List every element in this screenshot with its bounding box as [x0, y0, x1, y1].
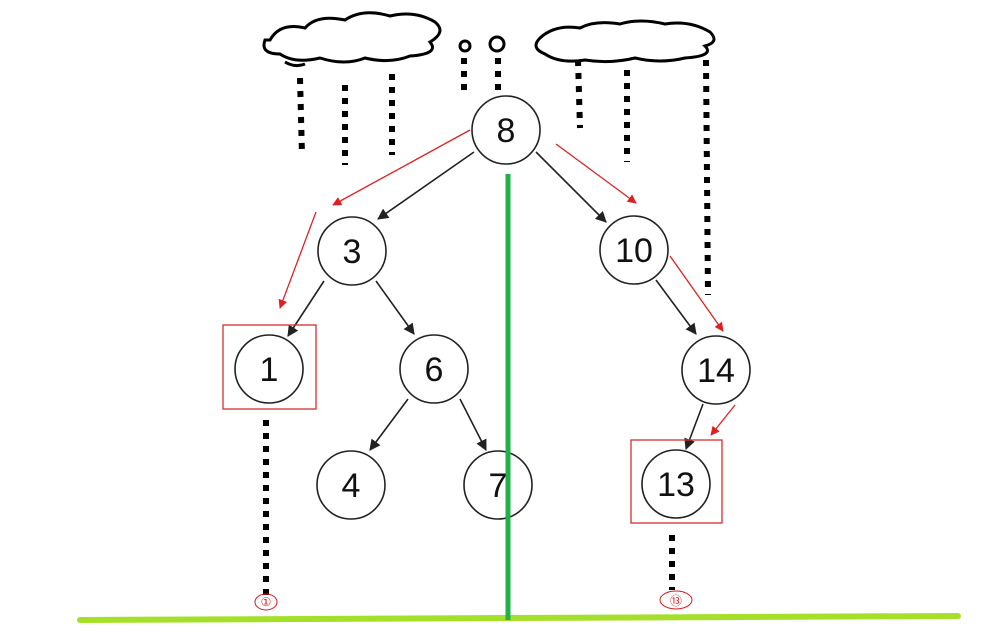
tree-node-14: 14: [681, 335, 751, 405]
tree-node-1: 1: [234, 334, 304, 404]
rain-streaks: [297, 58, 711, 296]
node-drop-streaks: [263, 420, 675, 595]
edge-6-7: [459, 398, 487, 451]
ground-line: [77, 613, 961, 623]
cloud-left: [262, 11, 442, 68]
svg-text:13: 13: [657, 466, 695, 504]
cloud-right: [534, 19, 716, 64]
ground-label-13: ⑬: [659, 590, 693, 610]
svg-text:3: 3: [343, 233, 362, 271]
edge-3-6: [375, 280, 415, 335]
svg-text:①: ①: [261, 595, 272, 609]
tree-node-6: 6: [399, 334, 469, 404]
svg-text:8: 8: [497, 112, 516, 150]
raindrop-bubbles: [458, 35, 506, 53]
svg-text:⑬: ⑬: [670, 594, 682, 608]
tree-node-4: 4: [316, 450, 386, 520]
edge-6-4: [369, 398, 409, 451]
edge-14-13: [684, 403, 704, 451]
svg-text:1: 1: [260, 351, 279, 389]
edge-8-3: [377, 151, 475, 220]
highlight-box-node-1: [222, 324, 317, 410]
svg-text:10: 10: [615, 232, 653, 270]
ground-label-1: ①: [254, 593, 278, 611]
svg-text:14: 14: [697, 352, 735, 390]
edge-8-10: [535, 151, 607, 223]
tree-node-3: 3: [317, 216, 387, 286]
highlight-box-node-13: [630, 439, 723, 524]
tree-node-8: 8: [471, 95, 541, 165]
edge-10-14: [655, 279, 697, 335]
svg-text:7: 7: [489, 467, 508, 505]
svg-text:6: 6: [425, 351, 444, 389]
tree-node-7: 7: [463, 450, 533, 520]
svg-text:4: 4: [342, 467, 361, 505]
tree-edges: [287, 151, 704, 451]
tree-node-13: 13: [641, 449, 711, 519]
edge-3-1: [287, 280, 325, 337]
tree-node-10: 10: [599, 215, 669, 285]
traversal-path: [278, 129, 736, 436]
